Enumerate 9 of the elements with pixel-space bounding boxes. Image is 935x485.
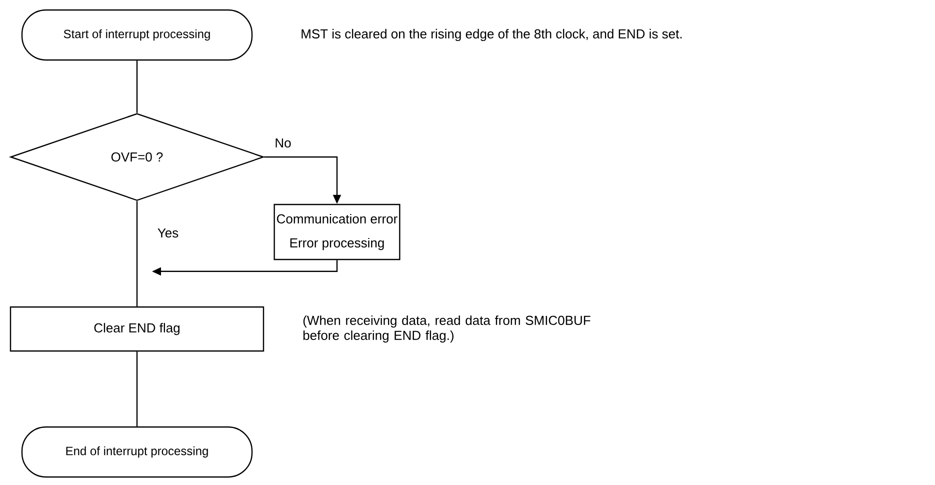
connector-line [136, 352, 138, 426]
edge-label: Yes [156, 227, 180, 239]
note-text: MST is cleared on the rising edge of the 8th clock, and END is set. [302, 28, 682, 42]
connector-line [136, 60, 138, 113]
edge-label: No [274, 137, 292, 149]
process-box: Clear END flag [10, 306, 264, 352]
process-box: Communication error Error processing [274, 204, 400, 260]
connector-line [136, 201, 138, 306]
note-text: (When receiving data, read data from SMIC0BUF before clearing END flag.) [303, 315, 590, 343]
